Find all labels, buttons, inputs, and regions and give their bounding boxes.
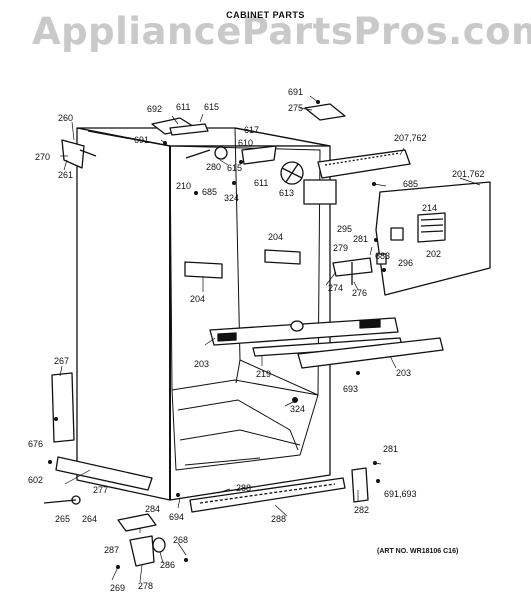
- callout-280: 280: [206, 162, 221, 172]
- callout-286: 286: [160, 560, 175, 570]
- callout-288-top: 288: [236, 483, 251, 493]
- callout-269: 269: [110, 583, 125, 593]
- toe-grille: [189, 477, 346, 513]
- callout-268: 268: [173, 535, 188, 545]
- callout-615-top: 615: [204, 102, 219, 112]
- callout-281-top: 281: [353, 234, 368, 244]
- callout-279: 279: [333, 243, 348, 253]
- callout-276: 276: [352, 288, 367, 298]
- side-panel: [51, 372, 75, 443]
- fastener-marks: [48, 100, 386, 569]
- control-housing: [375, 181, 491, 296]
- cabinet-shell: [76, 127, 331, 501]
- callout-267: 267: [54, 356, 69, 366]
- callout-611-low: 611: [254, 178, 268, 188]
- callout-284: 284: [145, 504, 160, 514]
- callout-219: 219: [256, 369, 271, 379]
- callout-617: 617: [244, 125, 259, 135]
- callout-277: 277: [93, 485, 108, 495]
- top-hinge: [151, 103, 346, 136]
- callout-613: 613: [279, 188, 294, 198]
- diagram-title: CABINET PARTS: [226, 10, 305, 20]
- callout-692: 692: [147, 104, 162, 114]
- callout-261: 261: [58, 170, 73, 180]
- light-assembly: [185, 145, 277, 165]
- callout-274: 274: [328, 283, 343, 293]
- callout-260: 260: [58, 113, 73, 123]
- callout-275: 275: [288, 103, 303, 113]
- callout-278: 278: [138, 581, 153, 591]
- leader-lines: [59, 95, 481, 583]
- callout-615-low: 615: [227, 163, 242, 173]
- callout-203-right: 203: [396, 368, 411, 378]
- thermostat-bracket: [332, 253, 387, 285]
- callout-691-mid: 691: [134, 135, 149, 145]
- art-number: (ART NO. WR18106 C16): [377, 548, 458, 555]
- watermark-text: AppliancePartsPros.com: [32, 10, 531, 53]
- callout-295: 295: [337, 224, 352, 234]
- callout-602: 602: [28, 475, 43, 485]
- callout-324-low: 324: [290, 404, 305, 414]
- callout-694: 694: [169, 512, 184, 522]
- callout-204-right: 204: [268, 232, 283, 242]
- callout-202: 202: [426, 249, 441, 259]
- callout-691-top: 691: [288, 87, 303, 97]
- callout-264: 264: [82, 514, 97, 524]
- callout-296: 296: [398, 258, 413, 268]
- callout-270: 270: [35, 152, 50, 162]
- door-hinge-left: [61, 139, 97, 169]
- callout-203-left: 203: [194, 359, 209, 369]
- callout-204-left: 204: [190, 294, 205, 304]
- callout-610: 610: [238, 138, 253, 148]
- callout-691-693: 691,693: [384, 489, 417, 499]
- callout-281-low: 281: [383, 444, 398, 454]
- leveling-hardware: [43, 495, 166, 567]
- callout-288-low: 288: [271, 514, 286, 524]
- callout-676: 676: [28, 439, 43, 449]
- callout-282: 282: [354, 505, 369, 515]
- inner-liner: [169, 127, 321, 471]
- callout-611-top: 611: [176, 102, 190, 112]
- callout-683: 683: [375, 251, 390, 261]
- callout-324-top: 324: [224, 193, 239, 203]
- evaporator-cover: [280, 149, 411, 205]
- callout-207-762: 207,762: [394, 133, 427, 143]
- callout-685-left: 685: [202, 187, 217, 197]
- callout-685-right: 685: [403, 179, 418, 189]
- shelf-supports: [184, 249, 301, 279]
- callout-210: 210: [176, 181, 191, 191]
- callout-214: 214: [422, 203, 437, 213]
- bottom-rail: [55, 456, 153, 491]
- callout-287: 287: [104, 545, 119, 555]
- mullion-parts: [209, 317, 444, 369]
- callout-201-762: 201,762: [452, 169, 485, 179]
- callout-693: 693: [343, 384, 358, 394]
- roller-bracket: [351, 467, 369, 503]
- callout-265: 265: [55, 514, 70, 524]
